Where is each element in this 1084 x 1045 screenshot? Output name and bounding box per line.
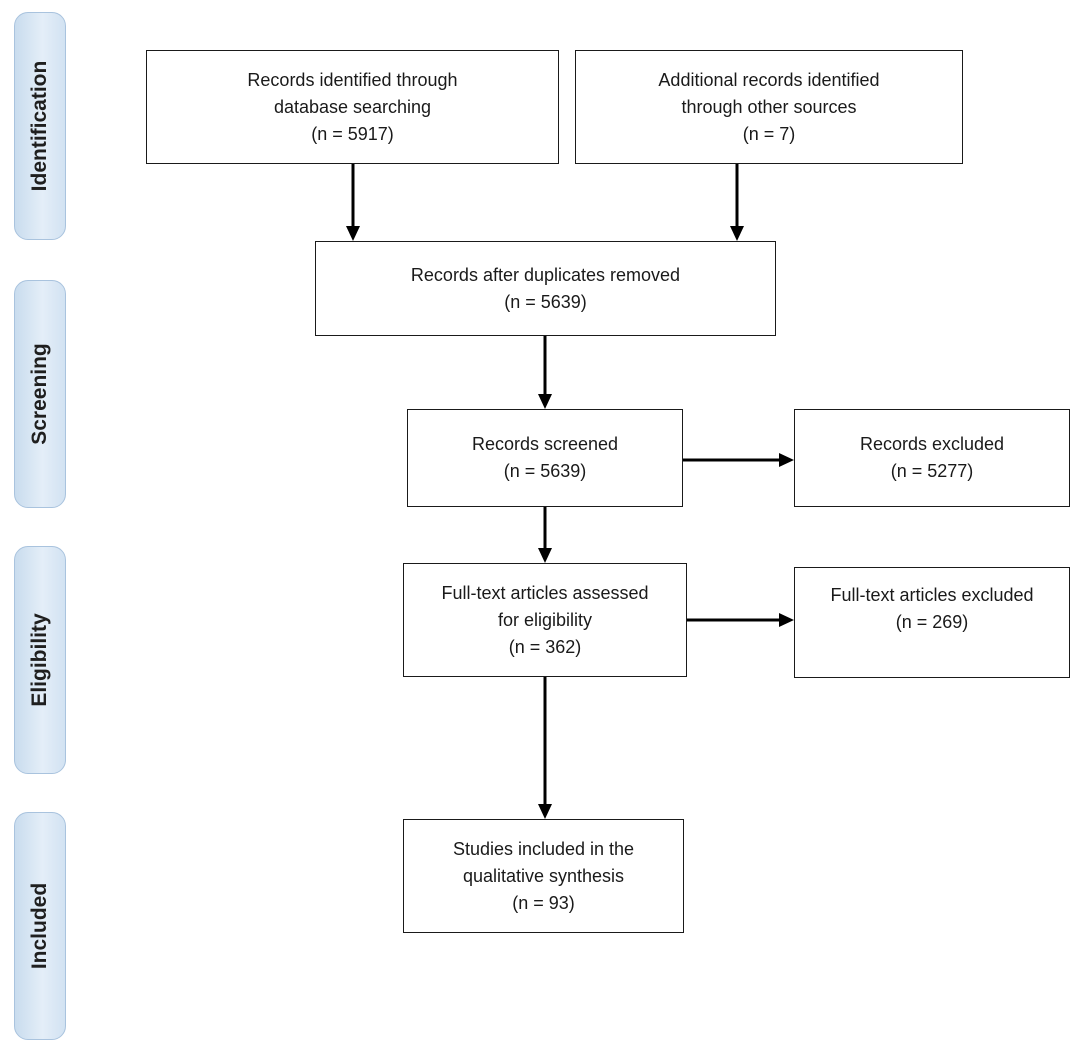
included-studies-count: (n = 93): [512, 892, 575, 913]
arrow-screened-to-fulltext-head: [538, 548, 552, 563]
other-sources-box: Additional records identified through ot…: [575, 50, 963, 164]
phase-eligibility: Eligibility: [14, 546, 66, 774]
records-screened-box: Records screened (n = 5639): [407, 409, 683, 507]
fulltext-assessed-line1: Full-text articles assessed: [441, 582, 649, 603]
other-sources-line1: Additional records identified: [658, 69, 880, 90]
database-search-box: Records identified through database sear…: [146, 50, 559, 164]
fulltext-assessed-line2: for eligibility: [497, 609, 593, 630]
fulltext-excluded-count: (n = 269): [895, 612, 969, 632]
fulltext-assessed-box: Full-text articles assessed for eligibil…: [403, 563, 687, 677]
database-search-line1: Records identified through: [247, 69, 458, 90]
other-sources-count: (n = 7): [742, 123, 796, 144]
included-studies-line2: qualitative synthesis: [462, 865, 625, 886]
arrow-fulltext-to-included-head: [538, 804, 552, 819]
phase-screening: Screening: [14, 280, 66, 508]
duplicates-removed-count: (n = 5639): [504, 291, 587, 312]
arrow-other-to-duplicates-head: [730, 226, 744, 241]
fulltext-excluded-line1: Full-text articles excluded: [830, 585, 1034, 605]
records-screened-count: (n = 5639): [503, 461, 587, 481]
phase-included: Included: [14, 812, 66, 1040]
arrow-fulltext-to-excluded-head: [779, 613, 794, 627]
other-sources-line2: through other sources: [681, 96, 857, 117]
records-screened-line1: Records screened: [471, 434, 619, 454]
phase-identification: Identification: [14, 12, 66, 240]
duplicates-removed-box: Records after duplicates removed (n = 56…: [315, 241, 776, 336]
duplicates-removed-line1: Records after duplicates removed: [410, 264, 681, 285]
arrow-screened-to-excluded-head: [779, 453, 794, 467]
records-excluded-line1: Records excluded: [859, 434, 1005, 454]
arrow-search-to-duplicates-head: [346, 226, 360, 241]
records-excluded-box: Records excluded (n = 5277): [794, 409, 1070, 507]
fulltext-assessed-count: (n = 362): [508, 636, 582, 657]
included-studies-line1: Studies included in the: [452, 838, 635, 859]
database-search-count: (n = 5917): [311, 123, 394, 144]
database-search-line2: database searching: [273, 96, 432, 117]
records-excluded-count: (n = 5277): [890, 461, 974, 481]
included-studies-box: Studies included in the qualitative synt…: [403, 819, 684, 933]
fulltext-excluded-box: Full-text articles excluded (n = 269): [794, 567, 1070, 678]
arrow-duplicates-to-screened-head: [538, 394, 552, 409]
